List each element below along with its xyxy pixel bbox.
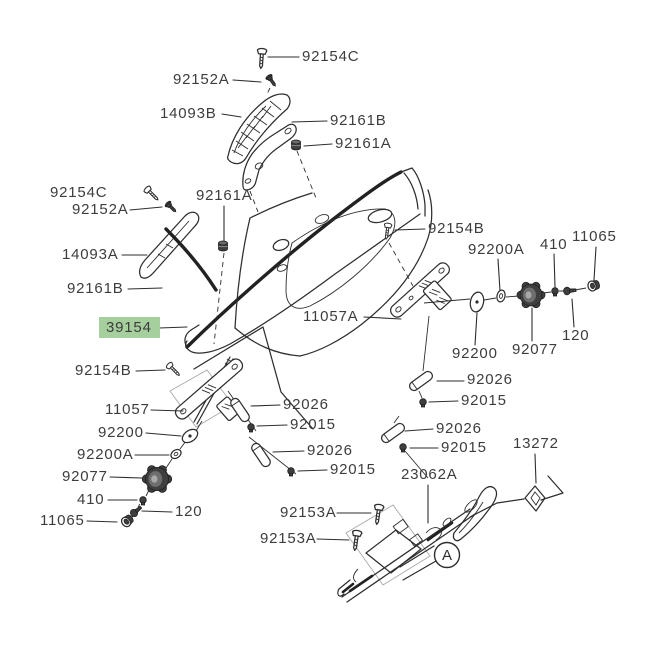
part-label-92161A-mid: 92161A	[196, 187, 253, 204]
part-label-92015-right-2: 92015	[441, 439, 487, 456]
part-label-120-right: 120	[562, 327, 589, 344]
part-label-92077-right: 92077	[512, 341, 558, 358]
washer-92200A-right	[496, 289, 506, 303]
part-label-92152A-top: 92152A	[173, 71, 230, 88]
highlight-box	[99, 317, 160, 338]
detail-marker-A: A	[399, 541, 461, 581]
part-label-11065-right: 11065	[572, 228, 617, 245]
part-label-92154B-left: 92154B	[75, 362, 132, 379]
part-label-410-right: 410	[540, 236, 567, 253]
nut-92015-mid-1	[247, 423, 255, 433]
meter-cover-body	[193, 189, 433, 430]
highlighted-part-label-39154[interactable]: 39154	[99, 317, 160, 338]
screw-92154C-top	[255, 47, 268, 70]
part-label-14093B: 14093B	[160, 105, 217, 122]
part-label-39154: 39154	[106, 319, 152, 336]
screw-92153A-2	[349, 529, 363, 552]
part-label-92026-mid-1: 92026	[283, 396, 329, 413]
damper-92161A-top	[291, 139, 301, 151]
screw-92153A-1	[371, 503, 385, 526]
part-label-14093A: 14093A	[62, 246, 119, 263]
top-cover-assembly	[227, 47, 317, 213]
bracket-11057-assembly	[119, 356, 244, 530]
spacer-92026-right-2	[379, 421, 407, 445]
cover-14093A	[139, 211, 200, 279]
center-spacers	[227, 390, 297, 477]
trim-92161B-left	[164, 227, 218, 292]
knob-92077-right	[516, 281, 546, 309]
part-label-11065-left: 11065	[40, 512, 85, 529]
part-labels: 92154C 92152A 14093B 92161B 92161A 92161…	[40, 48, 617, 547]
part-label-92200A-right: 92200A	[468, 241, 525, 258]
screw-120-right	[562, 285, 577, 296]
damper-92161A-mid	[218, 240, 228, 252]
left-trim-assembly	[139, 184, 228, 345]
leader-lines	[86, 56, 597, 541]
part-label-92200A-left: 92200A	[77, 446, 134, 463]
part-label-410-left: 410	[77, 491, 104, 508]
screw-92154B-left	[164, 360, 183, 379]
part-label-23062A: 23062A	[401, 466, 458, 483]
bolt-92152A-left	[163, 199, 179, 215]
washer-92200-right	[469, 291, 485, 313]
part-label-92154B-right: 92154B	[428, 220, 485, 237]
knob-92077-left	[141, 465, 173, 493]
part-label-92200-left: 92200	[98, 424, 144, 441]
part-label-92153A-1: 92153A	[280, 504, 337, 521]
part-label-92161A-top: 92161A	[335, 135, 392, 152]
spacer-92026-mid-2	[249, 441, 273, 469]
nut-92015-right-1	[419, 398, 427, 408]
windshield-39154	[184, 167, 426, 354]
part-label-11057: 11057	[105, 401, 150, 418]
screw-92154C-left	[142, 184, 162, 204]
pad-13272	[524, 475, 564, 512]
part-label-92015-mid-2: 92015	[330, 461, 376, 478]
washer-92200A-left	[170, 448, 182, 460]
part-label-92154C-top: 92154C	[302, 48, 359, 65]
part-label-11057A: 11057A	[303, 308, 358, 325]
nut-92015-mid-2	[287, 467, 295, 477]
part-label-92152A-left: 92152A	[72, 201, 129, 218]
detail-marker-label: A	[442, 547, 452, 564]
part-label-92153A-2: 92153A	[260, 530, 317, 547]
bracket-11057A-assembly	[379, 222, 602, 479]
part-label-92015-right-1: 92015	[461, 392, 507, 409]
meter-stay-23062A-assembly	[337, 485, 525, 603]
washer-92200-left	[181, 428, 199, 444]
bracket-92161B-top	[242, 123, 297, 191]
part-label-92161B-left: 92161B	[67, 280, 124, 297]
part-label-92015-mid-1: 92015	[290, 416, 336, 433]
bolt-92152A-top	[264, 73, 279, 89]
part-label-92161B-top: 92161B	[330, 112, 387, 129]
cover-14093B	[227, 93, 291, 165]
part-label-92077-left: 92077	[62, 468, 108, 485]
part-label-92154C-left: 92154C	[50, 184, 107, 201]
cap-11065-right	[586, 278, 602, 293]
part-label-92026-mid-2: 92026	[307, 442, 353, 459]
bracket-flange	[422, 280, 452, 311]
part-label-92026-right-1: 92026	[467, 371, 513, 388]
part-label-120-left: 120	[175, 503, 202, 520]
nut-410-left	[139, 496, 147, 506]
spacer-92026-right-1	[407, 369, 435, 393]
nut-410-right	[551, 287, 559, 297]
part-label-13272: 13272	[513, 435, 559, 452]
part-label-92026-right-2: 92026	[436, 420, 482, 437]
part-label-92200-right: 92200	[452, 345, 498, 362]
